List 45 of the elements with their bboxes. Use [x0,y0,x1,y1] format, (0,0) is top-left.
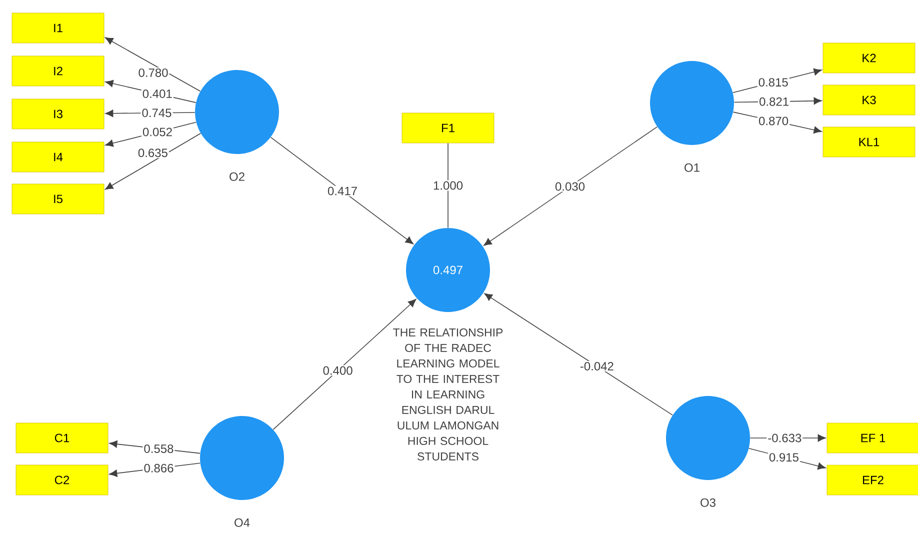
indicator-box: I4 [12,142,104,172]
indicator-box: EF2 [826,464,918,496]
arrow [484,126,658,246]
arrow [105,37,201,92]
edge-label: 0.866 [144,464,174,472]
edge-label: 0.745 [142,108,172,118]
construct-label: O4 [234,518,250,527]
edge-label: -0.042 [580,362,614,370]
construct-circle [195,70,279,154]
edge-label: 0.052 [142,128,172,136]
edge-label: 0.030 [555,182,585,191]
edge-label: 0.915 [769,453,798,462]
edge-label: 1.000 [434,181,463,190]
indicator-box: K3 [822,84,916,116]
construct-label: O2 [230,172,244,181]
edge-label: 0.821 [760,97,788,106]
construct-label: O3 [700,498,716,507]
indicator-box: KL1 [822,126,916,158]
indicator-box: K2 [822,42,916,74]
indicator-box: C2 [16,464,108,496]
edge-label: 0.417 [328,186,357,196]
edge-label: 0.401 [142,90,172,98]
arrow [105,132,202,190]
indicator-box: I5 [12,184,104,214]
construct-label: THE RELATIONSHIP OF THE RADEC LEARNING MODEL TO THE INTEREST IN LEARNING ENGLISH DARUL ULUM LAMONGAN HIGH SCHOOL STUDENTS [393,328,503,461]
construct-label: O1 [684,163,700,172]
construct-circle [650,61,734,145]
edge-label: 0.815 [758,78,788,87]
arrow [272,298,416,430]
edge-label: 0.870 [758,116,788,126]
arrow [270,136,414,244]
indicator-box: I2 [12,56,104,86]
indicator-box: F1 [402,112,494,144]
indicator-box: EF 1 [826,422,918,454]
edge-label: 0.635 [138,148,168,158]
indicator-box: I1 [12,12,104,44]
indicator-box: C1 [16,422,108,454]
edge-label: 0.400 [323,366,352,375]
construct-circle [666,396,750,480]
construct-circle [200,416,284,500]
arrow [484,293,673,416]
edge-label: 0.558 [144,444,174,453]
indicator-box: I3 [12,98,104,130]
edge-label: 0.780 [138,68,168,77]
edge-label: -0.633 [768,434,802,442]
